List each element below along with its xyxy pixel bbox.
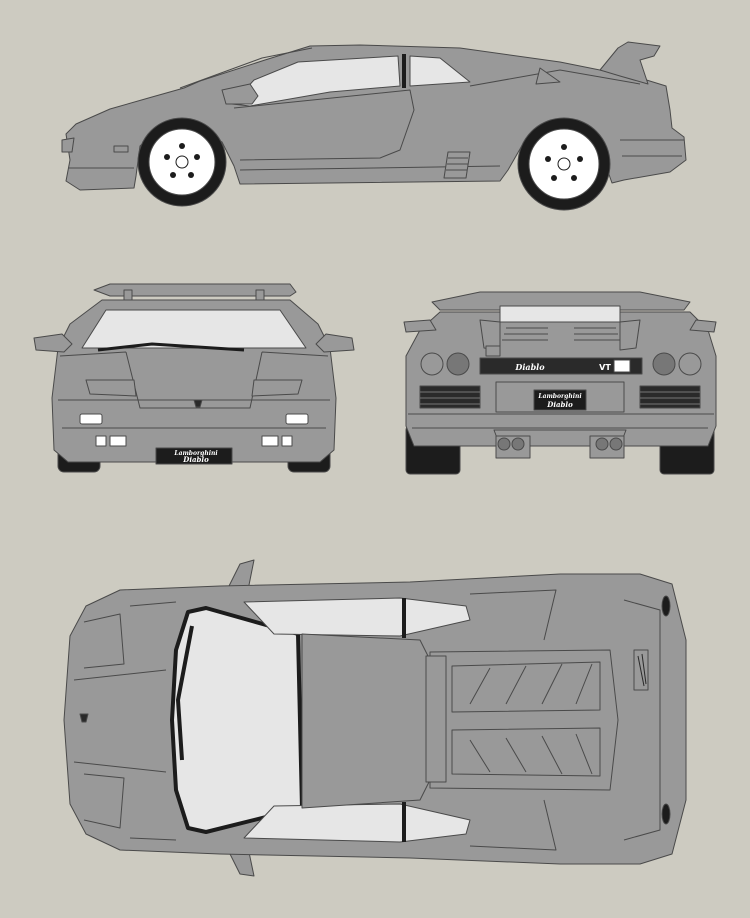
rear-plate-line1: Lamborghini xyxy=(537,393,582,400)
top-right-side-window xyxy=(243,803,471,843)
front-windshield xyxy=(81,309,307,349)
top-rear-lid xyxy=(623,599,661,841)
side-rear-bumper-line xyxy=(620,139,684,157)
rear-badge-panel xyxy=(479,357,643,375)
rear-right-taillight-inner xyxy=(652,352,676,376)
front-wiper xyxy=(97,342,245,352)
top-left-exhaust xyxy=(661,595,671,617)
side-rear-wing xyxy=(599,41,661,85)
rear-badge-diablo: Diablo xyxy=(514,362,545,372)
top-left-side-window xyxy=(243,597,471,637)
rear-view: Diablo VT Lamborghini Diablo xyxy=(403,291,717,475)
rear-body xyxy=(405,311,717,447)
rear-engine-louvers xyxy=(479,319,641,351)
side-view xyxy=(61,41,687,211)
top-hood-panel xyxy=(83,613,125,829)
rear-right-taillight-outer xyxy=(678,352,702,376)
front-rear-wing xyxy=(93,283,297,297)
top-engine-intake xyxy=(425,655,447,783)
side-windshield-line xyxy=(179,47,313,89)
top-view xyxy=(63,559,687,877)
rear-window xyxy=(499,305,621,323)
side-hip-line xyxy=(469,69,641,87)
top-hood-lines xyxy=(73,601,177,841)
rear-left-taillight-outer xyxy=(420,352,444,376)
front-left-mirror xyxy=(33,333,73,353)
front-left-headlight xyxy=(85,379,137,397)
front-license-plate xyxy=(155,447,233,465)
side-window-front xyxy=(231,55,401,107)
side-front-light xyxy=(61,137,75,153)
side-door-line xyxy=(233,89,415,161)
side-intake-vents xyxy=(443,151,471,179)
side-rear-louver xyxy=(535,67,561,85)
side-marker-light xyxy=(113,145,129,153)
front-right-fog-lamp xyxy=(285,413,309,425)
rear-right-grille xyxy=(639,385,701,409)
front-right-headlight xyxy=(251,379,303,397)
rear-left-grille xyxy=(419,385,481,409)
front-plate-line1: Lamborghini xyxy=(173,450,218,457)
rear-left-mirror xyxy=(403,319,437,333)
side-window-rear xyxy=(409,55,471,87)
front-shield-badge xyxy=(193,399,203,408)
rear-wing xyxy=(431,291,691,311)
front-left-fog-lamp xyxy=(79,413,103,425)
rear-plate-line2: Diablo xyxy=(546,400,573,409)
top-roof xyxy=(301,633,431,809)
rear-left-taillight-inner xyxy=(446,352,470,376)
top-engine-louvers xyxy=(451,661,601,777)
rear-license-plate xyxy=(533,389,587,411)
front-view: Lamborghini Diablo xyxy=(33,283,355,473)
top-right-exhaust xyxy=(661,803,671,825)
side-front-wheel xyxy=(137,117,227,207)
side-rear-wheel xyxy=(517,117,611,211)
rear-badge-vt: VT xyxy=(599,363,611,372)
front-plate-line2: Diablo xyxy=(182,455,209,464)
rear-bumper-line xyxy=(408,413,714,429)
side-mirror xyxy=(221,83,259,105)
rear-exhausts xyxy=(495,435,625,459)
top-shield-badge xyxy=(79,713,89,723)
top-rear-deck xyxy=(469,589,557,851)
front-right-mirror xyxy=(315,333,355,353)
top-wiper xyxy=(176,625,194,761)
rear-right-mirror xyxy=(689,319,717,333)
top-windshield xyxy=(170,606,304,834)
